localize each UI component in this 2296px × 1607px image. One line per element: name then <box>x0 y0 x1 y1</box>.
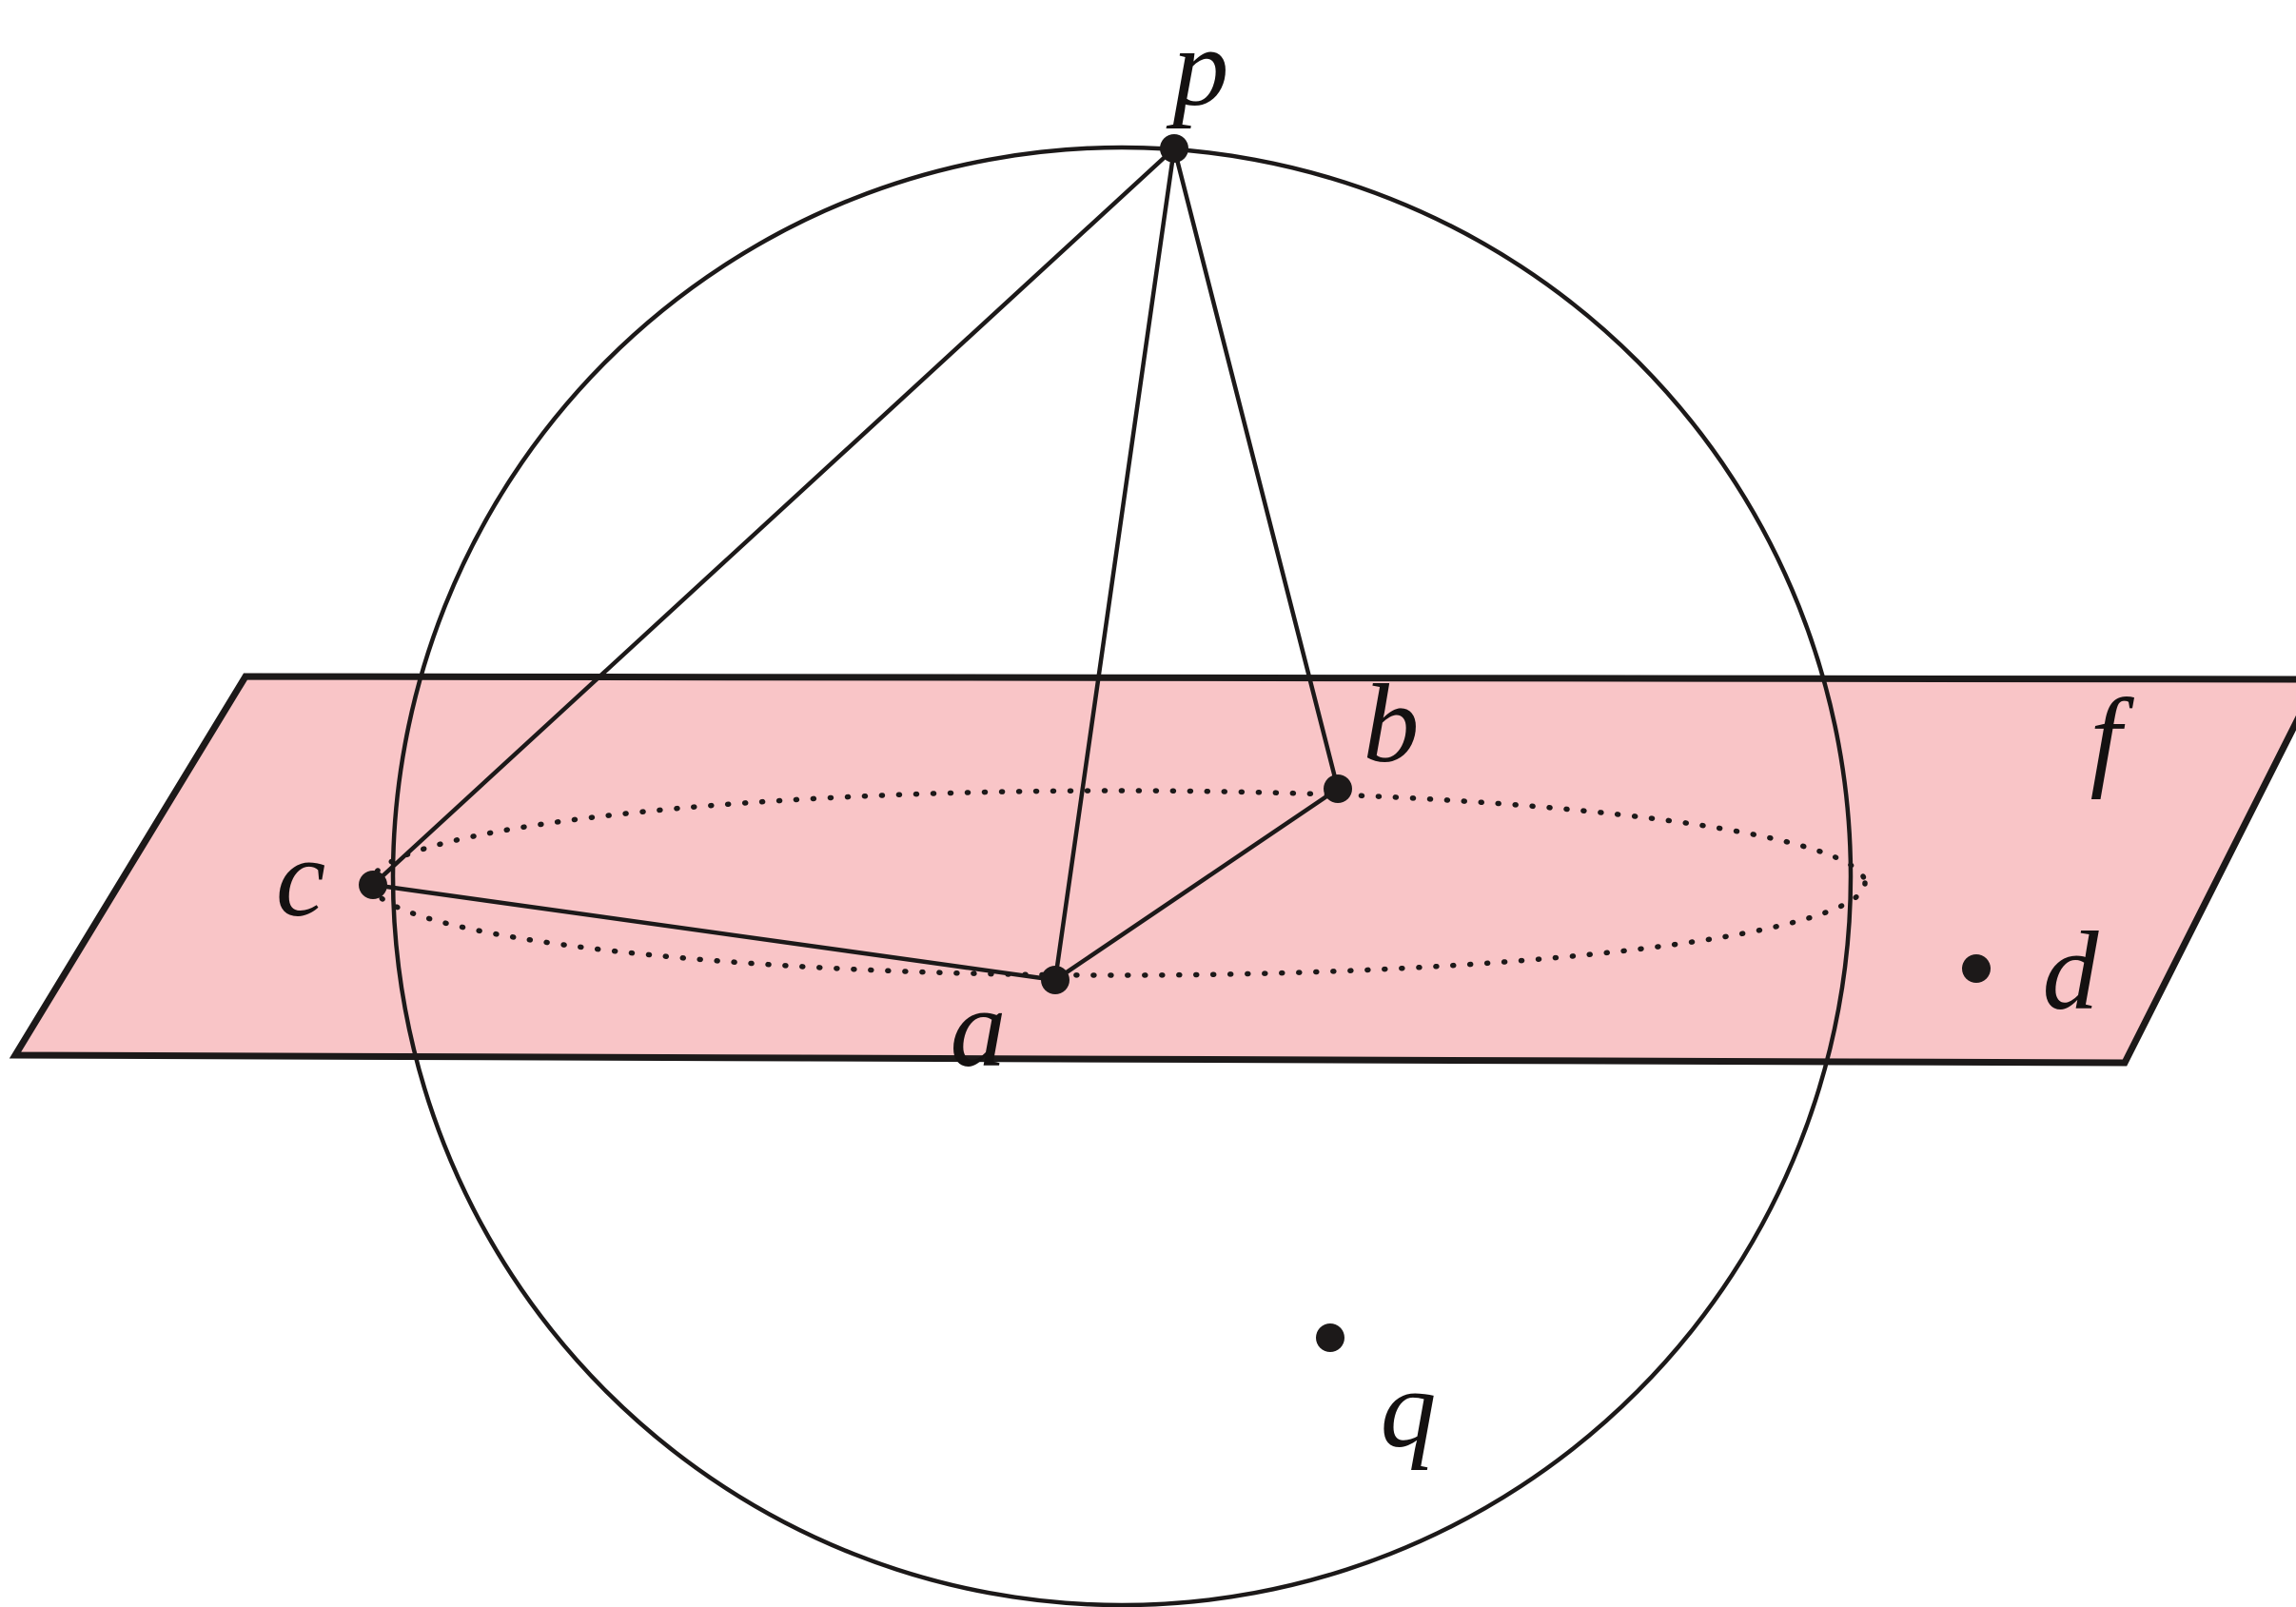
segment-a-b <box>1052 786 1341 983</box>
point-a <box>1041 966 1070 994</box>
plane-polygon <box>9 673 2296 1067</box>
segment-c-a <box>370 882 1058 983</box>
sphere-circle <box>390 145 1854 1607</box>
label-c: c <box>276 815 325 940</box>
point-c <box>359 871 387 899</box>
label-a: a <box>951 966 1007 1090</box>
label-q: q <box>1381 1346 1437 1471</box>
segment-p-a <box>1052 146 1177 983</box>
label-b: b <box>1364 661 1420 786</box>
segment-p-c <box>370 146 1177 888</box>
segment-p-b <box>1171 146 1341 792</box>
point-d <box>1962 954 1991 983</box>
label-d: d <box>2043 909 2100 1033</box>
label-p: p <box>1167 5 1229 129</box>
point-p <box>1160 134 1188 163</box>
point-b <box>1324 774 1352 803</box>
point-q <box>1316 1323 1344 1352</box>
